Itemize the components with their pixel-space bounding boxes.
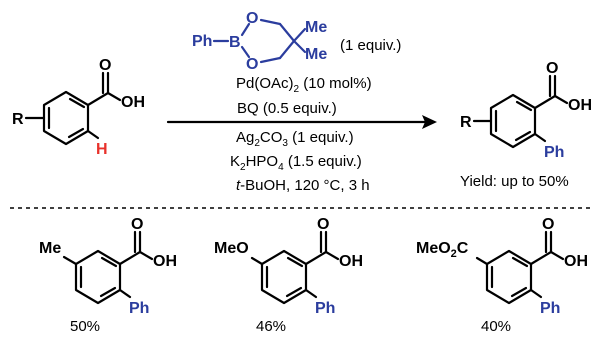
example2-benzene-ring — [260, 249, 308, 305]
example2-ring-carboxyl-bond — [304, 250, 328, 266]
reagent-methyl-bottom-label: Me — [305, 46, 327, 63]
oxidant-label: BQ (0.5 equiv.) — [237, 100, 337, 117]
example3-ester-bond — [475, 256, 489, 266]
start-ring-double-bond-2 — [67, 127, 85, 139]
product-r-label: R — [460, 114, 472, 131]
example3-ester-label: MeO2C — [416, 240, 469, 260]
product-ring-double-bond-1 — [515, 100, 533, 112]
reagent-methyl-top-label: Me — [305, 19, 327, 36]
reagent-ph-label: Ph — [192, 33, 212, 50]
reaction-arrow — [166, 115, 437, 129]
example2-phenyl-label: Ph — [315, 300, 335, 317]
product-phenyl-label: Ph — [544, 144, 564, 161]
b-o-bottom-bond — [240, 45, 251, 59]
example1-c-oh-bond — [138, 250, 154, 261]
example2-methoxy-label: MeO — [214, 240, 249, 257]
cq-me-top-bond — [292, 27, 307, 43]
start-oxygen-label: O — [99, 57, 111, 74]
example3-c-oh-bond — [549, 250, 565, 261]
base-label: K2HPO4 (1.5 equiv.) — [230, 153, 362, 173]
o-ch2-bottom-bond — [259, 56, 282, 64]
cq-me-bottom-bond — [292, 39, 307, 54]
example3-oxygen-label: O — [542, 216, 554, 233]
example3-benzene-ring — [485, 249, 533, 305]
example1-c-ph-bond — [118, 288, 132, 299]
example2-oxygen-label: O — [317, 216, 329, 233]
example1-benzene-ring — [74, 249, 122, 305]
example1-ring-double-bond-2 — [99, 286, 117, 298]
example1-yield: 50% — [70, 318, 100, 335]
start-ortho-hydrogen-label: H — [96, 141, 108, 158]
reaction-arrow-head — [422, 115, 437, 129]
starting-material: O OH R H — [12, 57, 145, 158]
example1-methyl-bond — [62, 255, 78, 266]
product-c-ph-bond — [533, 132, 547, 143]
example1-oxygen-label: O — [131, 216, 143, 233]
example2-hydroxyl-label: OH — [339, 253, 363, 270]
start-benzene-ring — [42, 90, 90, 146]
product-oxygen-label: O — [546, 60, 558, 77]
product-c-oh-bond — [553, 94, 569, 105]
example1-hydroxyl-label: OH — [153, 253, 177, 270]
product-ring-carboxyl-bond — [533, 94, 557, 110]
product-benzene-ring — [489, 93, 537, 149]
ch2-cq-bottom-bond — [278, 39, 296, 60]
reagent-oxygen-top-label: O — [246, 10, 258, 27]
example1-ring-double-bond-1 — [100, 256, 118, 268]
example-ester: O OH MeO2C Ph 40% — [416, 216, 588, 335]
start-ring-carboxyl-bond — [86, 91, 110, 107]
example2-ring-double-bond-1 — [286, 256, 304, 268]
example1-phenyl-label: Ph — [129, 300, 149, 317]
product-molecule: O OH R Ph Yield: up to 50% — [460, 60, 592, 190]
start-hydroxyl-label: OH — [121, 94, 145, 111]
example3-hydroxyl-label: OH — [564, 253, 588, 270]
example2-c-oh-bond — [324, 250, 340, 261]
catalyst-label: Pd(OAc)2 (10 mol%) — [236, 75, 372, 95]
example3-yield: 40% — [481, 318, 511, 335]
start-r-label: R — [12, 111, 24, 128]
b-o-top-bond — [240, 22, 251, 37]
reagent-boron-label: B — [229, 34, 241, 51]
example2-c-ph-bond — [304, 288, 318, 299]
example1-methyl-label: Me — [39, 240, 61, 257]
solvent-temperature-label: t-BuOH, 120 °C, 3 h — [236, 177, 370, 194]
product-ring-double-bond-2 — [514, 130, 532, 142]
product-hydroxyl-label: OH — [568, 97, 592, 114]
start-ring-double-bond-1 — [68, 97, 86, 109]
start-ch-bond — [86, 129, 100, 140]
ch2-cq-top-bond — [278, 22, 296, 43]
example3-phenyl-label: Ph — [540, 300, 560, 317]
silver-carbonate-label: Ag2CO3 (1 equiv.) — [236, 129, 354, 149]
product-yield-label: Yield: up to 50% — [460, 173, 569, 190]
example-methyl: O OH Me Ph 50% — [39, 216, 177, 335]
example3-ring-carboxyl-bond — [529, 250, 553, 266]
example2-yield: 46% — [256, 318, 286, 335]
reaction-conditions: Pd(OAc)2 (10 mol%) BQ (0.5 equiv.) Ag2CO… — [230, 75, 372, 194]
o-ch2-top-bond — [259, 18, 282, 26]
example2-ring-double-bond-2 — [285, 286, 303, 298]
reagent-oxygen-bottom-label: O — [246, 56, 258, 73]
example1-ring-carboxyl-bond — [118, 250, 142, 266]
boronic-ester-reagent: Ph B O O Me Me (1 equiv.) — [192, 10, 401, 73]
example3-c-ph-bond — [529, 288, 543, 299]
example3-ring-double-bond-2 — [510, 286, 528, 298]
reagent-equiv-label: (1 equiv.) — [340, 37, 401, 54]
example3-ring-double-bond-1 — [511, 256, 529, 268]
start-c-oh-bond — [106, 91, 122, 102]
example-methoxy: O OH MeO Ph 46% — [214, 216, 363, 335]
example2-methoxy-bond — [250, 256, 264, 266]
